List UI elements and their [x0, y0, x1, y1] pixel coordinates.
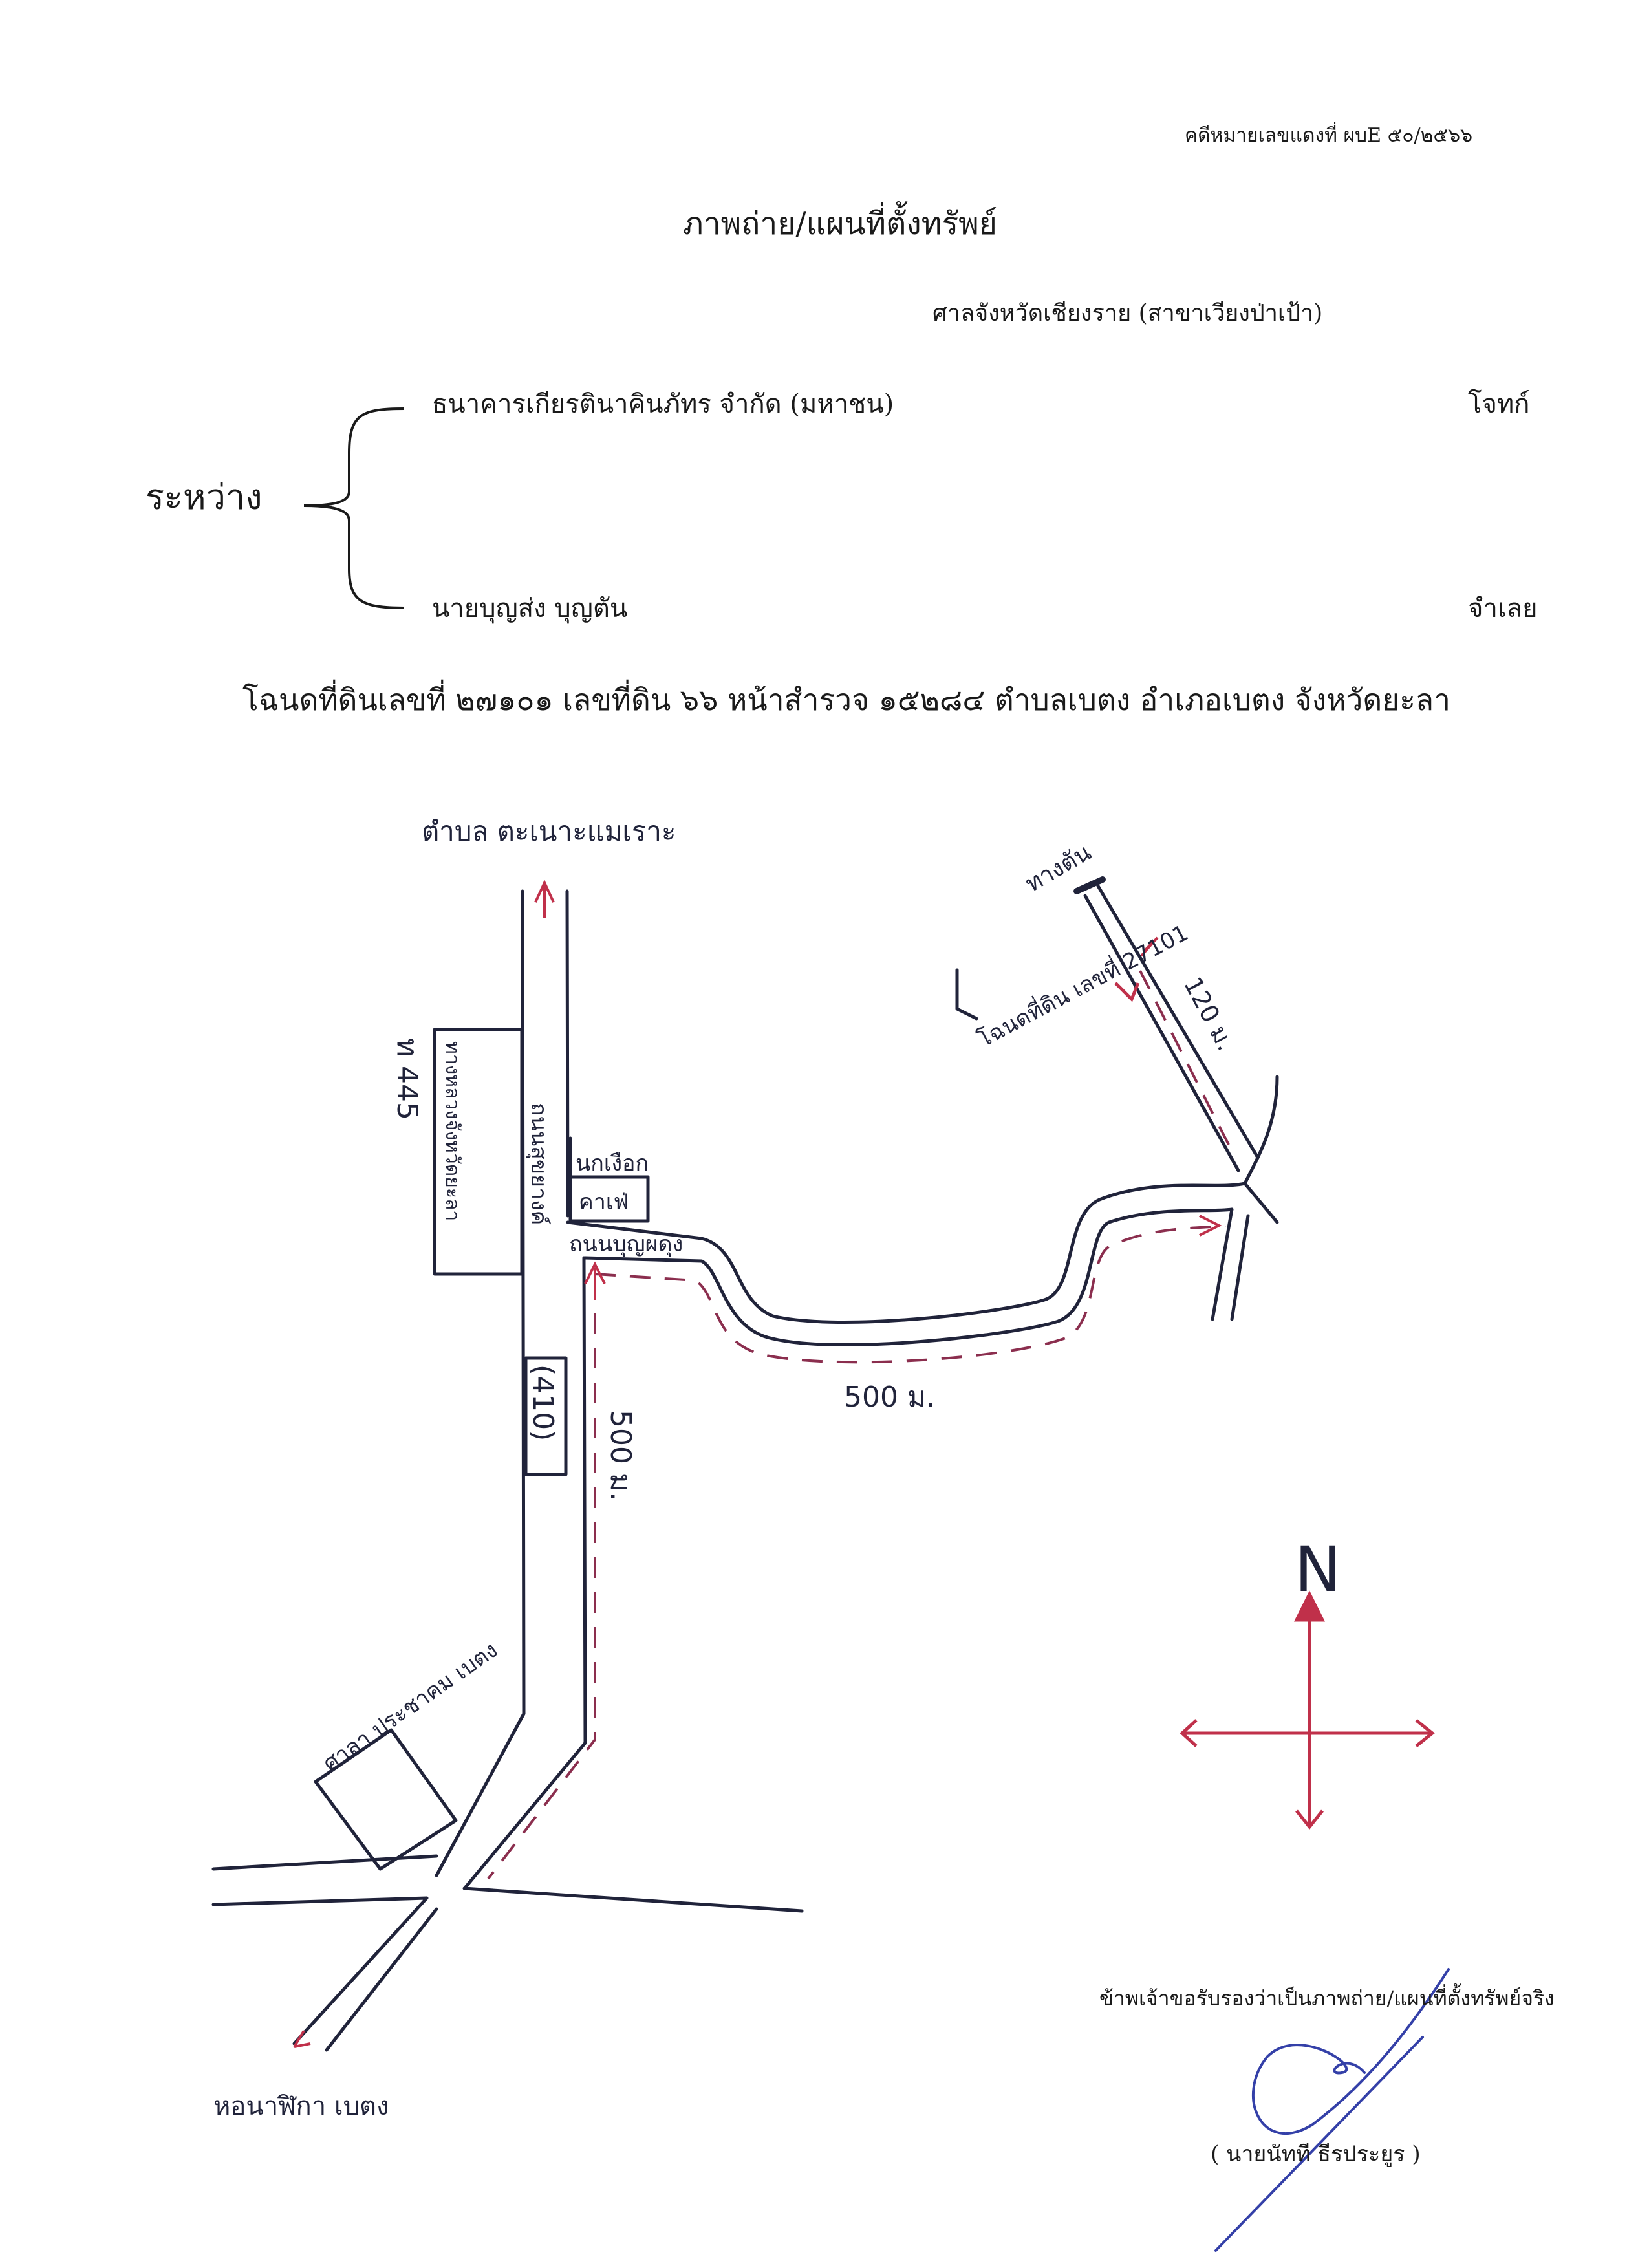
- signer-name: ( นายนัทที ธีรประยูร ): [1211, 2141, 1421, 2167]
- note-sukhyang-road: ถนนสุขยางค์: [526, 1103, 552, 1225]
- between-label: ระหว่าง: [146, 477, 263, 517]
- compass-rose: [1180, 1590, 1436, 1830]
- junction-lower-road-right: [1230, 1214, 1250, 1321]
- case-number: คดีหมายเลขแดงที่ ผบE ๕๐/๒๕๖๖: [1185, 124, 1473, 147]
- cross-road-bottom-edge: [211, 1896, 429, 2046]
- southwest-arrow: [293, 2029, 311, 2048]
- junction-right-edge: [1243, 1075, 1279, 1224]
- court-name: ศาลจังหวัดเชียงราย (สาขาเวียงป่าเป้า): [932, 300, 1323, 327]
- route-right-arrow: [1199, 1215, 1222, 1237]
- road-number-left: ท 445: [391, 1038, 424, 1120]
- cross-road-right-edge: [462, 1886, 804, 1913]
- lower-road-right: [325, 1907, 438, 2052]
- deed-bracket: [955, 968, 978, 1021]
- main-road-right-edge: [565, 889, 570, 1218]
- note-clock-tower: หอนาฬิกา เบตง: [213, 2091, 389, 2121]
- sala-building: [314, 1728, 458, 1871]
- note-cafe: คาเฟ่: [579, 1189, 629, 1215]
- distance-horizontal: 500 ม.: [844, 1381, 935, 1414]
- branch-arrow: [1140, 936, 1159, 957]
- junction-lower-road: [1211, 1207, 1234, 1321]
- route-label-box: [524, 1356, 568, 1476]
- plaintiff-name: ธนาคารเกียรตินาคินภัทร จำกัด (มหาชน): [432, 389, 894, 419]
- main-road-left-edge: [435, 889, 526, 1877]
- side-road-bottom-edge: [583, 1207, 1234, 1347]
- deed-description: โฉนดที่ดินเลขที่ ๒๗๑๐๑ เลขที่ดิน ๖๖ หน้า…: [242, 682, 1450, 717]
- route-number: (410): [526, 1365, 559, 1441]
- dead-end-bar: [1073, 876, 1106, 894]
- document-title: ภาพถ่าย/แผนที่ตั้งทรัพย์: [683, 206, 997, 242]
- route-up-arrow: [584, 1261, 606, 1300]
- north-label: N: [1295, 1533, 1341, 1606]
- certify-statement: ข้าพเจ้าขอรับรองว่าเป็นภาพถ่าย/แผนที่ตั้…: [1099, 1986, 1555, 2011]
- defendant-name: นายบุญส่ง บุญตัน: [432, 594, 628, 623]
- shop-box: [568, 1175, 650, 1223]
- distance-vertical: 500 ม.: [604, 1410, 637, 1501]
- defendant-role: จำเลย: [1468, 594, 1538, 623]
- north-arrow-road: [534, 880, 555, 918]
- deed-plot-mark: [1114, 982, 1140, 1002]
- plaintiff-role: โจทก์: [1468, 389, 1530, 419]
- branch-road-right-edge: [1096, 884, 1260, 1160]
- cross-road-top-edge: [211, 1854, 438, 1871]
- route-top-dashed: [594, 1224, 1226, 1364]
- main-road-right-lower-edge: [464, 1256, 587, 1889]
- side-road-top-edge: [566, 1182, 1247, 1324]
- note-deed: โฉนดที่ดิน เลขที่ 27101: [973, 918, 1193, 1053]
- branch-road-left-edge: [1083, 894, 1240, 1172]
- distance-branch: 120 ม.: [1178, 973, 1240, 1055]
- route-vertical-dashed: [487, 1313, 596, 1880]
- signature: [1214, 1968, 1450, 2252]
- curly-brace: [303, 407, 405, 609]
- note-yala-highway: ทางหลวงจังหวัดยะลา: [441, 1041, 464, 1221]
- note-bunphadung-road: ถนนบุญผดุง: [569, 1231, 683, 1257]
- note-tambon: ตำบล ตะเนาะแมเราะ: [422, 815, 676, 847]
- note-hornbill: นกเงือก: [576, 1150, 649, 1176]
- left-building: [433, 1028, 524, 1276]
